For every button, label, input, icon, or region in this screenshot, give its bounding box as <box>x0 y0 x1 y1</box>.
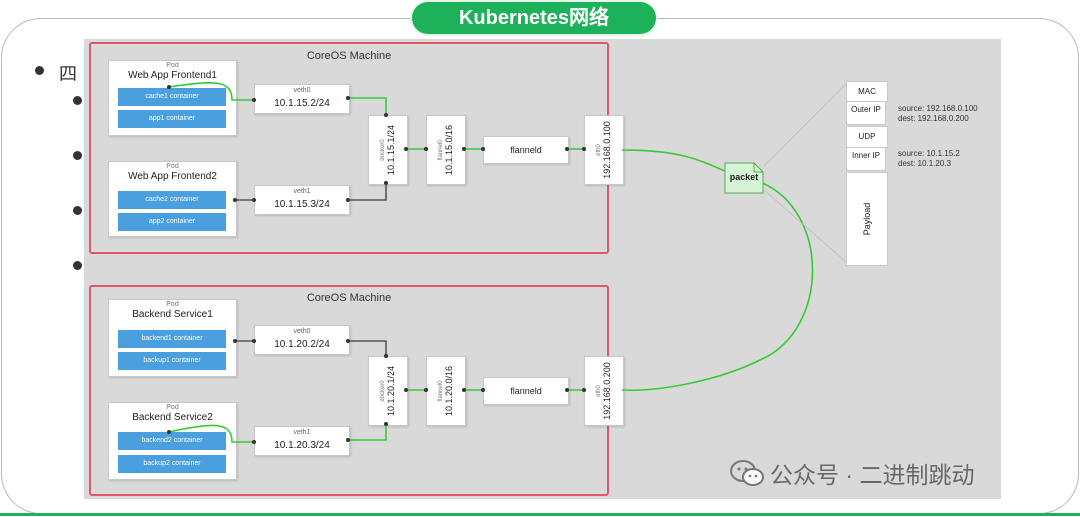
packet-projection-bottom <box>763 189 847 263</box>
veth-label: veth1 <box>293 429 311 436</box>
veth-label: veth1 <box>293 188 311 195</box>
pod-name: Web App Frontend2 <box>128 171 217 182</box>
wire-eth0-packet <box>621 149 728 173</box>
watermark: 公众号 · 二进制跳动 <box>730 456 974 490</box>
inner-source: source: 10.1.15.2 <box>898 149 960 158</box>
pod-label: Pod <box>166 404 179 411</box>
outer-source: source: 192.168.0.100 <box>898 104 978 113</box>
layer-mac: MAC <box>846 81 888 102</box>
wire-backend2-veth1 <box>168 424 254 443</box>
pod-backend-service2: Pod Backend Service2 backend2 container … <box>108 402 237 480</box>
bullet-1 <box>35 66 44 75</box>
layer-payload: Payload <box>846 172 888 266</box>
background-text: 四 <box>59 64 77 84</box>
container-backend2: backend2 container <box>118 432 226 450</box>
payload-label: Payload <box>862 202 872 236</box>
pod-label: Pod <box>166 62 179 69</box>
container-backup2: backup2 container <box>118 455 226 473</box>
veth1-box: veth1 10.1.15.3/24 <box>254 185 350 215</box>
watermark-text: 公众号 · 二进制跳动 <box>770 462 975 488</box>
inner-ip-note: source: 10.1.15.2 dest: 10.1.20.3 <box>898 149 960 169</box>
bullet-5 <box>73 261 82 270</box>
machine-title: CoreOS Machine <box>306 50 392 62</box>
wire-veth0-docker0-2 <box>348 340 387 356</box>
container-backup1: backup1 container <box>118 352 226 370</box>
packet-projection-top <box>763 83 847 167</box>
pod-name: Web App Frontend1 <box>128 70 217 81</box>
flanneld-box-2: flanneld <box>483 377 569 405</box>
layer-outer-ip: Outer IP <box>846 101 886 125</box>
wire-veth1-docker0-2 <box>348 424 387 441</box>
outer-dest: dest: 192.168.0.200 <box>898 114 969 123</box>
packet-label: packet <box>729 172 759 182</box>
pod-name: Backend Service2 <box>132 412 213 423</box>
packet-icon: packet <box>724 162 764 194</box>
pod-name: Backend Service1 <box>132 309 213 320</box>
container-cache2: cache2 container <box>118 191 226 209</box>
veth-ip: 10.1.20.3/24 <box>274 440 330 451</box>
wire-veth1-docker0 <box>348 183 387 201</box>
veth0-box-2: veth0 10.1.20.2/24 <box>254 325 350 355</box>
pod-label: Pod <box>166 301 179 308</box>
wechat-icon <box>730 460 764 486</box>
veth-ip: 10.1.15.2/24 <box>274 98 330 109</box>
machine-title: CoreOS Machine <box>306 292 392 304</box>
container-app2: app2 container <box>118 213 226 231</box>
bullet-3 <box>73 151 82 160</box>
inner-dest: dest: 10.1.20.3 <box>898 159 951 168</box>
pod-label: Pod <box>166 163 179 170</box>
wire-veth0-docker0 <box>348 97 387 115</box>
container-backend1: backend1 container <box>118 330 226 348</box>
container-cache1: cache1 container <box>118 88 226 106</box>
veth-ip: 10.1.20.2/24 <box>274 339 330 350</box>
pod-web-app-frontend2: Pod Web App Frontend2 cache2 container a… <box>108 161 237 237</box>
wire-cache1-veth0 <box>168 81 254 101</box>
pod-backend-service1: Pod Backend Service1 backend1 container … <box>108 299 237 377</box>
wire-packet-eth0-2 <box>621 181 814 392</box>
layer-udp: UDP <box>846 126 888 148</box>
layer-inner-ip: Inner IP <box>846 147 886 171</box>
page-title: Kubernetes网络 <box>412 2 656 34</box>
pod-web-app-frontend1: Pod Web App Frontend1 cache1 container a… <box>108 60 237 136</box>
outer-ip-note: source: 192.168.0.100 dest: 192.168.0.20… <box>898 104 978 124</box>
veth-label: veth0 <box>293 87 311 94</box>
bottom-divider <box>0 513 1080 516</box>
bullet-2 <box>73 96 82 105</box>
flanneld-box: flanneld <box>483 136 569 164</box>
veth1-box-2: veth1 10.1.20.3/24 <box>254 426 350 456</box>
bullet-4 <box>73 206 82 215</box>
veth-label: veth0 <box>293 328 311 335</box>
container-app1: app1 container <box>118 110 226 128</box>
veth-ip: 10.1.15.3/24 <box>274 199 330 210</box>
